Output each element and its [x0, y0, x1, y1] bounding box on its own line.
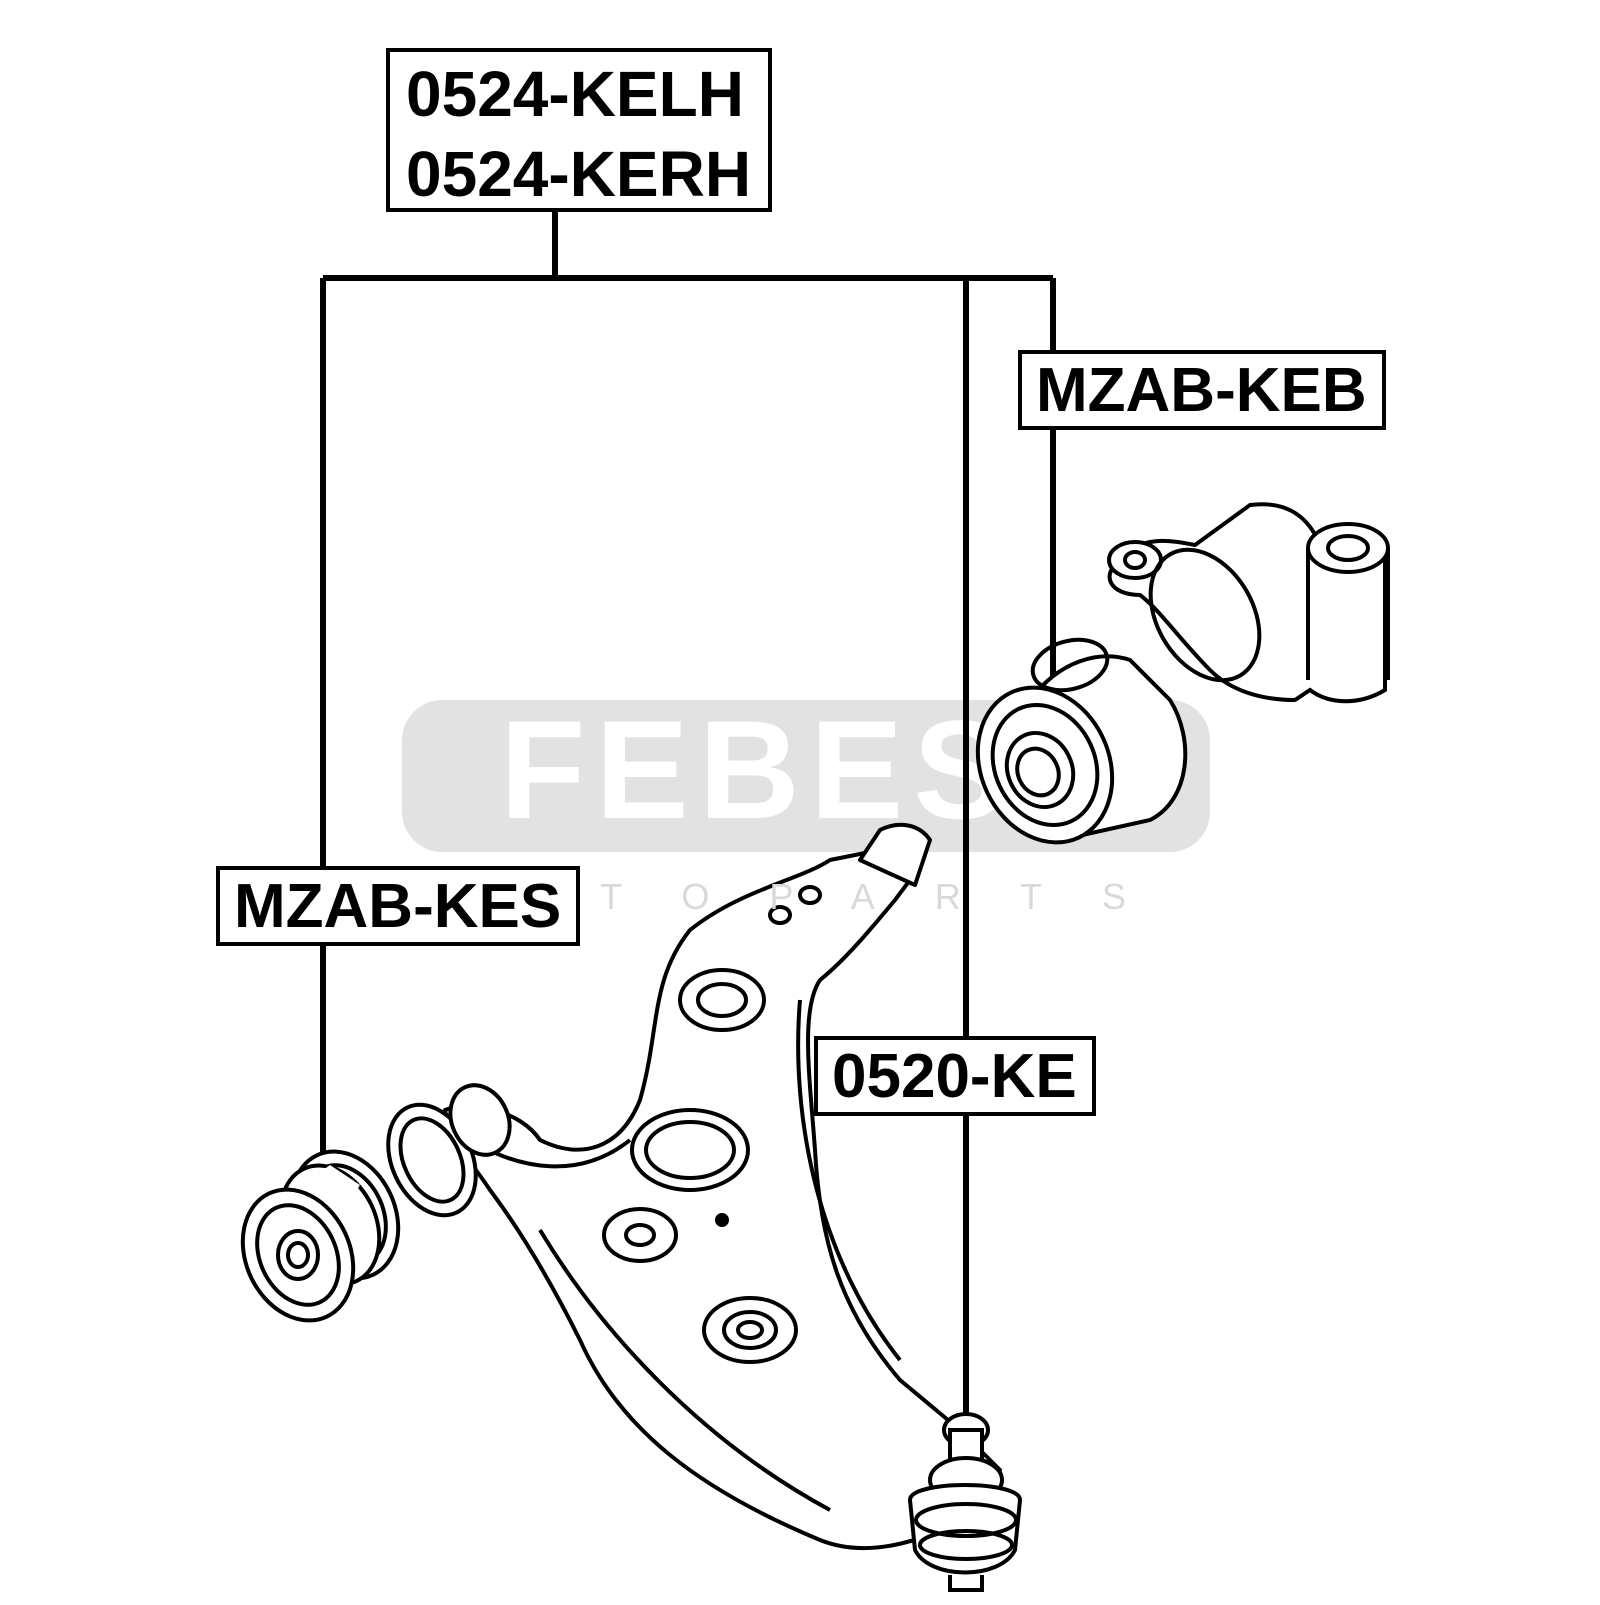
- control-arm-label: 0524-KELH 0524-KERH: [386, 48, 772, 212]
- rear-bushing-drawing: [975, 502, 1390, 845]
- leader-lines: [320, 212, 1056, 1440]
- part-number-keb: MZAB-KEB: [1036, 356, 1367, 425]
- ball-joint-drawing: [907, 1412, 1023, 1592]
- part-number-ke: 0520-KE: [832, 1042, 1077, 1111]
- front-bushing-label: MZAB-KES: [216, 866, 580, 946]
- part-number-rh: 0524-KERH: [406, 138, 752, 210]
- part-number-lh: 0524-KELH: [406, 58, 744, 130]
- ball-joint-label: 0520-KE: [814, 1036, 1096, 1116]
- part-number-kes: MZAB-KES: [234, 872, 562, 941]
- control-arm-drawing: [386, 822, 1002, 1551]
- rear-bushing-label: MZAB-KEB: [1018, 350, 1386, 430]
- front-bushing-drawing: [240, 1149, 401, 1323]
